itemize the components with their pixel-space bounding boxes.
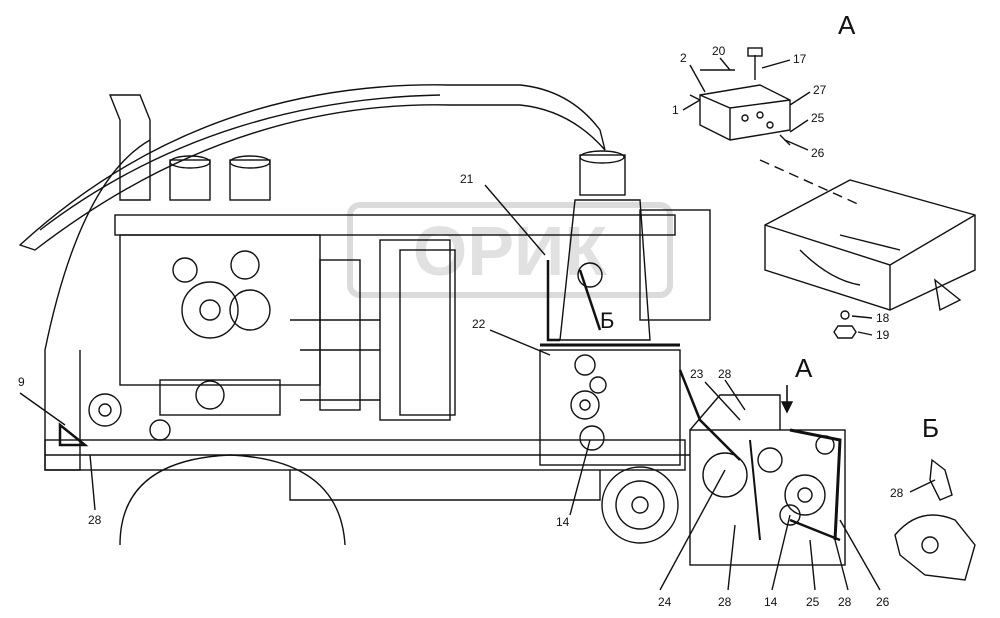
view-label-a-mid: А [795, 353, 813, 383]
callout-18: 18 [876, 311, 890, 325]
callout-28c: 28 [718, 595, 732, 609]
callout-26b: 26 [876, 595, 890, 609]
callout-25b: 25 [806, 595, 820, 609]
callout-9: 9 [18, 375, 25, 389]
view-label-b-right: Б [922, 413, 940, 443]
view-label-b-mid: Б [600, 308, 615, 333]
callout-28a: 28 [88, 513, 102, 527]
callout-21: 21 [460, 172, 474, 186]
detail-a-assembly [689, 47, 791, 146]
callout-28d: 28 [838, 595, 852, 609]
callout-1: 1 [672, 103, 679, 117]
intake-column [559, 199, 651, 341]
top-cover [18, 84, 606, 251]
callout-28e: 28 [890, 486, 904, 500]
tray-assembly [764, 179, 976, 312]
watermark-text: ОРИК [413, 212, 607, 290]
upper-beam [114, 214, 676, 236]
radiator [379, 239, 451, 421]
callout-26a: 26 [811, 146, 825, 160]
callout-28b: 28 [718, 367, 732, 381]
callout-20: 20 [712, 44, 726, 58]
feeder-housing [539, 349, 681, 466]
callout-14b: 14 [764, 595, 778, 609]
callout-23: 23 [690, 367, 704, 381]
callout-25a: 25 [811, 111, 825, 125]
machine-assembly [18, 47, 976, 591]
view-label-a-top: А [838, 10, 856, 40]
callout-22: 22 [472, 317, 486, 331]
callout-24: 24 [658, 595, 672, 609]
front-frame [44, 139, 151, 471]
callout-2: 2 [680, 51, 687, 65]
callout-19: 19 [876, 328, 890, 342]
gearbox-housing [689, 429, 846, 566]
callout-17: 17 [793, 52, 807, 66]
watermark: ОРИК [347, 202, 673, 298]
callout-14a: 14 [556, 515, 570, 529]
callout-27: 27 [813, 83, 827, 97]
detail-b-assembly [894, 458, 976, 581]
